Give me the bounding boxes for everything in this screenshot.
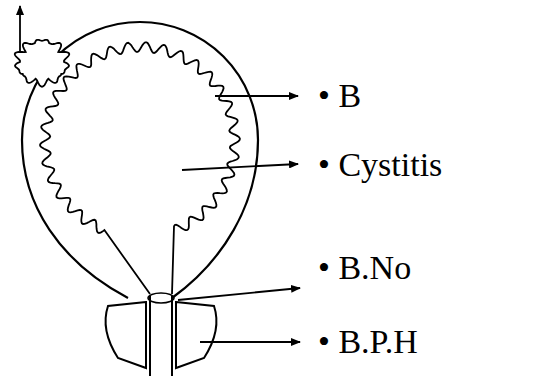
leader-arrow [19,6,21,52]
part-label: • B.No [318,248,411,288]
urethra [150,296,172,376]
prostate-lobe [106,302,146,368]
part-label: • Cystitis [318,145,442,185]
bladder-tumour [15,40,69,87]
part-label: • B [318,76,361,116]
leader-arrow [178,288,300,300]
prostate-lobe [176,302,216,368]
bladder-neck [148,293,174,303]
leader-arrow [215,95,298,97]
leader-arrow [182,164,298,170]
part-label: • B.P.H [318,322,418,362]
leader-arrow [200,341,300,343]
